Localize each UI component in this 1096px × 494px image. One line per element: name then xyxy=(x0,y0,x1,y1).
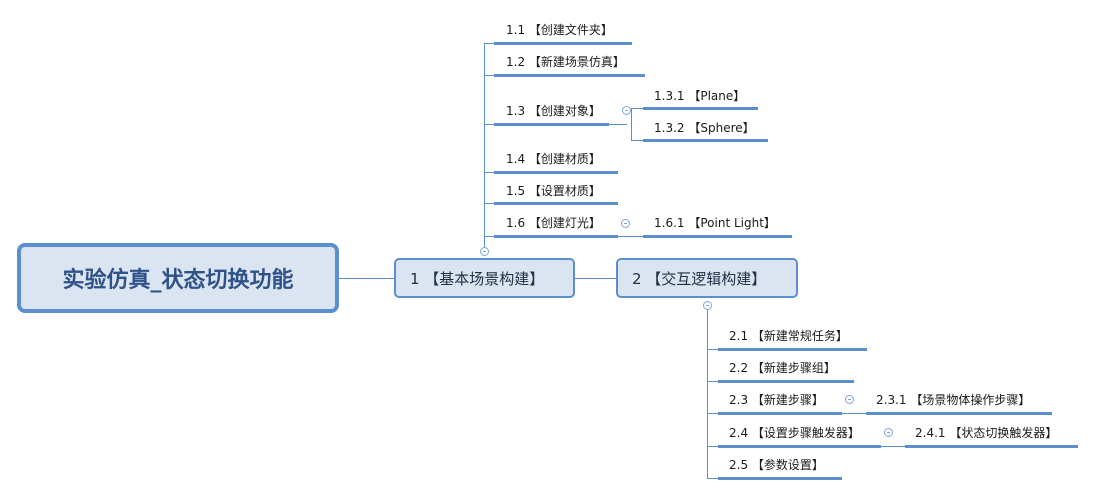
subtopic-1-5-underline xyxy=(494,202,618,205)
subtopic-1-1-underline xyxy=(494,42,632,45)
subtopic-1-6-1[interactable]: 1.6.1 【Point Light】 xyxy=(654,216,776,230)
subtopic-1-1[interactable]: 1.1 【创建文件夹】 xyxy=(506,23,613,37)
collapse-branch-1-icon[interactable] xyxy=(480,247,489,256)
branch-topic-1-label: 1 【基本场景构建】 xyxy=(410,269,545,288)
subtopic-2-3-1-underline xyxy=(866,412,1052,415)
branch-topic-1[interactable]: 1 【基本场景构建】 xyxy=(394,258,575,298)
branch2-vertical-connector xyxy=(707,310,708,478)
connector-branch1-branch2 xyxy=(574,278,617,279)
collapse-subtopic-1-6-icon[interactable] xyxy=(621,219,630,228)
connector-2-4-children xyxy=(881,446,905,447)
collapse-branch-2-icon[interactable] xyxy=(703,301,712,310)
connector-2-1 xyxy=(707,349,718,350)
subtopic-1-5[interactable]: 1.5 【设置材质】 xyxy=(506,184,601,198)
subtopic-1-3-2-underline xyxy=(643,139,768,142)
connector-2-2 xyxy=(707,381,718,382)
connector-1-5 xyxy=(484,203,494,204)
subtopic-1-3-1-underline xyxy=(643,107,758,110)
branch-topic-2[interactable]: 2 【交互逻辑构建】 xyxy=(616,258,798,298)
connector-1-6 xyxy=(484,236,494,237)
connector-2-4 xyxy=(707,446,718,447)
connector-1-4 xyxy=(484,172,494,173)
connector-1-3-1 xyxy=(631,108,643,109)
connector-1-3 xyxy=(484,124,494,125)
subtopic-1-3-underline xyxy=(494,123,609,126)
subtopic-1-3-2[interactable]: 1.3.2 【Sphere】 xyxy=(654,121,755,135)
subtopic-1-2-underline xyxy=(494,74,645,77)
subtopic-2-4-1-underline xyxy=(905,445,1078,448)
subtopic-1-3-1[interactable]: 1.3.1 【Plane】 xyxy=(654,89,746,103)
subtopic-2-3-underline xyxy=(718,412,842,415)
subtopic-2-5-underline xyxy=(718,477,842,480)
collapse-subtopic-2-4-icon[interactable] xyxy=(884,428,893,437)
subtopic-2-1-underline xyxy=(718,348,867,351)
subtopic-2-5[interactable]: 2.5 【参数设置】 xyxy=(729,458,824,472)
connector-2-5 xyxy=(707,478,718,479)
connector-2-3 xyxy=(707,413,718,414)
subtopic-2-2[interactable]: 2.2 【新建步骤组】 xyxy=(729,361,836,375)
subtopic-1-6-1-underline xyxy=(643,235,792,238)
subtopic-2-2-underline xyxy=(718,380,854,383)
connector-root-branch1 xyxy=(339,278,395,279)
connector-1-2 xyxy=(484,75,494,76)
branch1-vertical-connector xyxy=(484,43,485,248)
subtopic-1-3[interactable]: 1.3 【创建对象】 xyxy=(506,104,601,118)
subtopic-2-1[interactable]: 2.1 【新建常规任务】 xyxy=(729,329,848,343)
connector-1-3-vertical xyxy=(631,108,632,141)
subtopic-1-6[interactable]: 1.6 【创建灯光】 xyxy=(506,216,601,230)
collapse-subtopic-2-3-icon[interactable] xyxy=(845,395,854,404)
connector-1-1 xyxy=(484,43,494,44)
branch-topic-2-label: 2 【交互逻辑构建】 xyxy=(632,269,767,288)
collapse-subtopic-1-3-icon[interactable] xyxy=(622,106,631,115)
root-topic-label: 实验仿真_状态切换功能 xyxy=(62,268,294,293)
subtopic-1-4-underline xyxy=(494,171,618,174)
subtopic-2-3[interactable]: 2.3 【新建步骤】 xyxy=(729,393,824,407)
subtopic-1-6-underline xyxy=(494,235,618,238)
connector-1-3-2 xyxy=(631,140,643,141)
connector-1-3-children xyxy=(609,124,627,125)
root-topic[interactable]: 实验仿真_状态切换功能 xyxy=(17,243,339,313)
subtopic-2-4[interactable]: 2.4 【设置步骤触发器】 xyxy=(729,426,860,440)
subtopic-2-4-underline xyxy=(718,445,881,448)
connector-1-6-children xyxy=(618,236,644,237)
connector-2-3-children xyxy=(842,413,866,414)
subtopic-2-3-1[interactable]: 2.3.1 【场景物体操作步骤】 xyxy=(876,393,1031,407)
subtopic-2-4-1[interactable]: 2.4.1 【状态切换触发器】 xyxy=(915,426,1058,440)
subtopic-1-4[interactable]: 1.4 【创建材质】 xyxy=(506,152,601,166)
subtopic-1-2[interactable]: 1.2 【新建场景仿真】 xyxy=(506,55,625,69)
